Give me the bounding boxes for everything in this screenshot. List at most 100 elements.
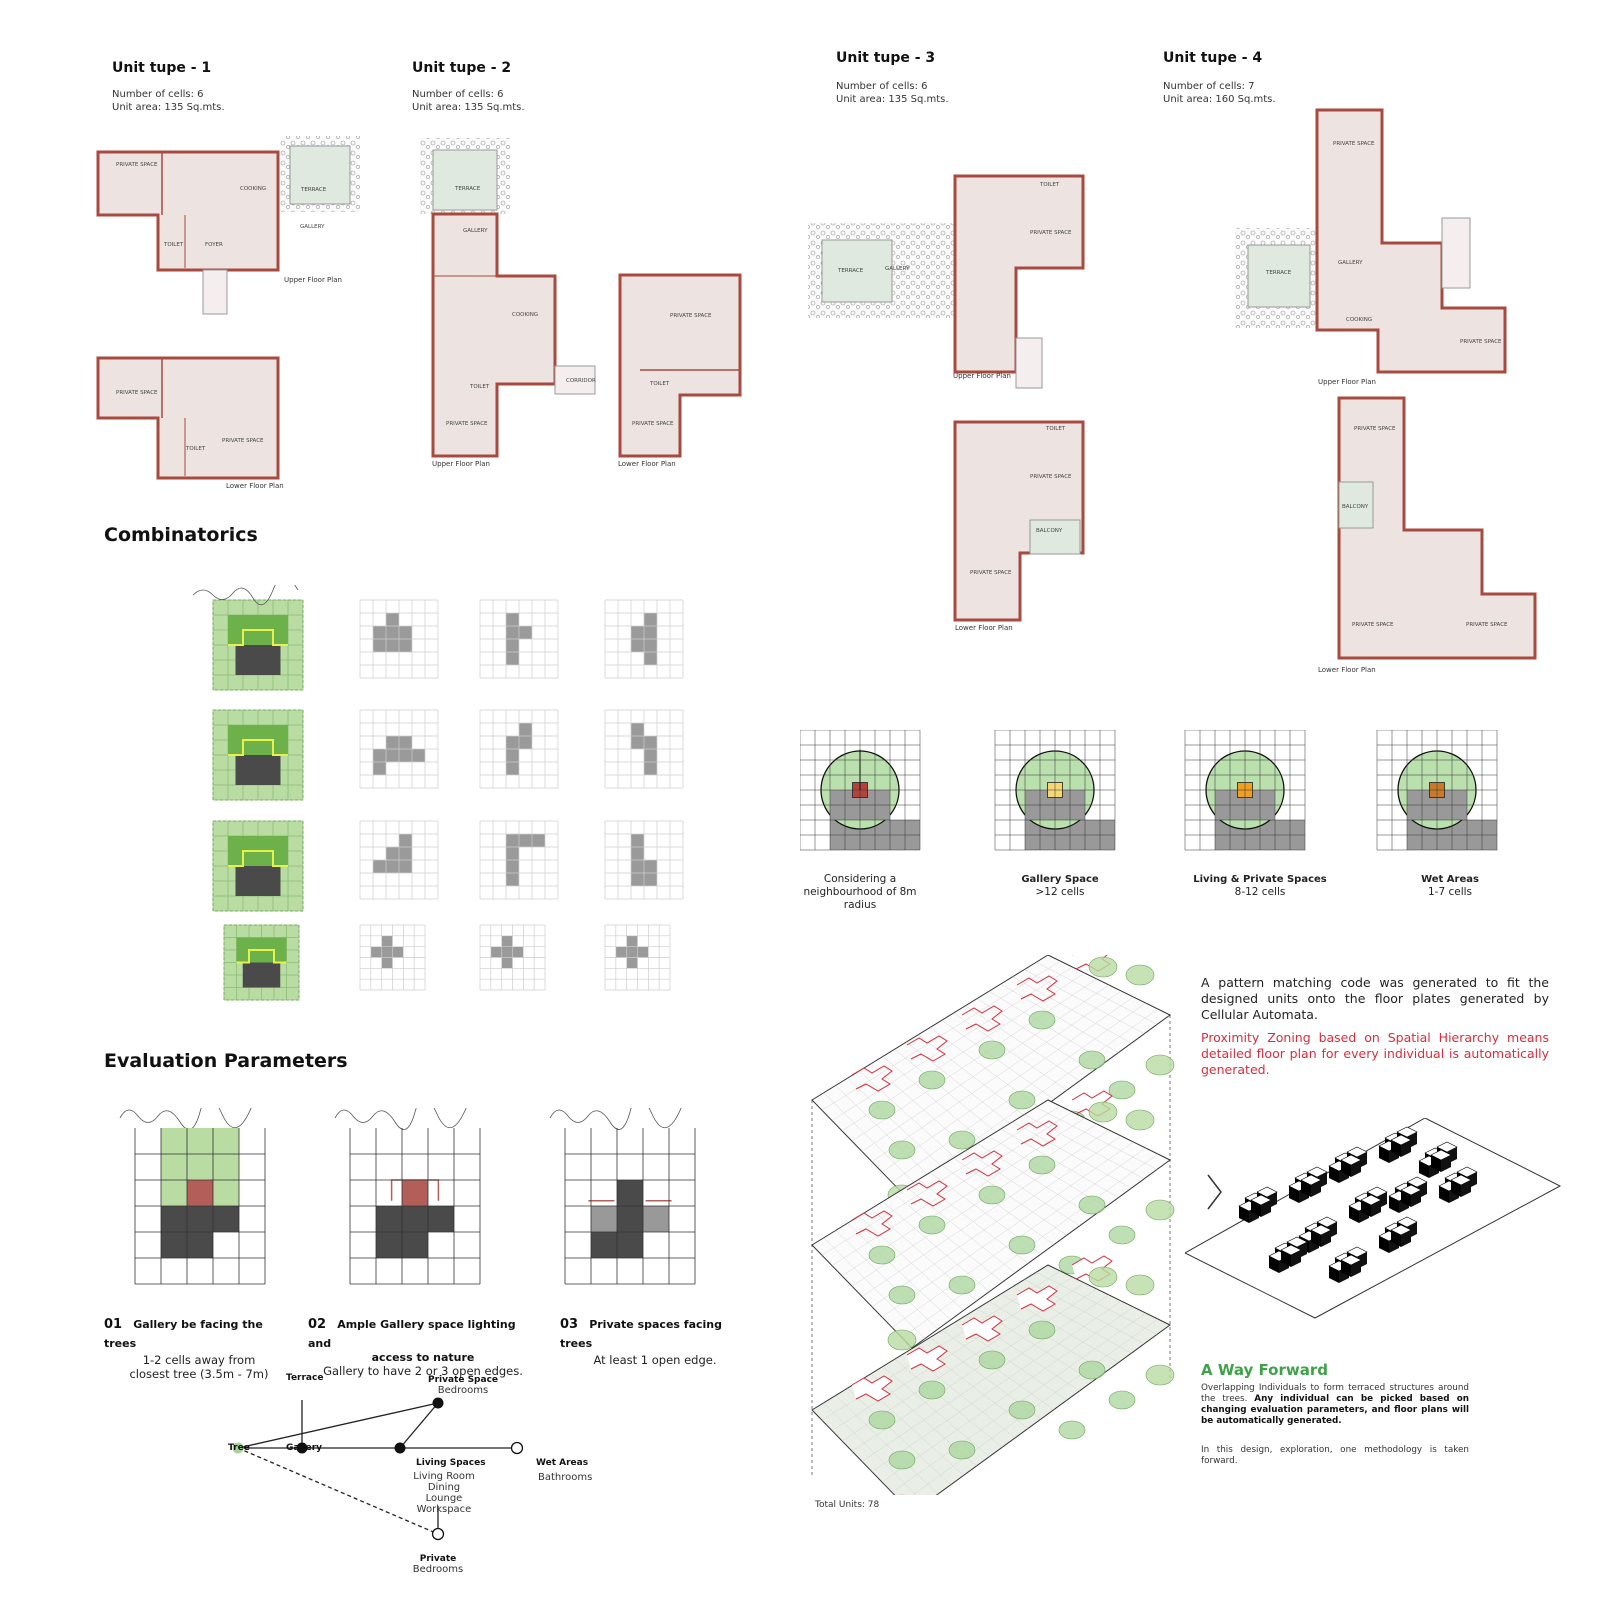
svg-text:GALLERY: GALLERY xyxy=(885,266,910,272)
unit-type-1-info: Number of cells: 6 Unit area: 135 Sq.mts… xyxy=(112,88,225,114)
svg-text:TOILET: TOILET xyxy=(1045,426,1066,432)
combo-pattern-3-3 xyxy=(604,820,684,900)
mass-block-11 xyxy=(1328,1246,1368,1283)
private-node xyxy=(431,1527,445,1541)
svg-text:PRIVATE SPACE: PRIVATE SPACE xyxy=(1466,622,1508,628)
svg-text:PRIVATE SPACE: PRIVATE SPACE xyxy=(446,421,488,427)
unit-4-upper-label: Upper Floor Plan xyxy=(1318,378,1376,386)
eval-grid-3 xyxy=(549,1108,696,1285)
graph-private-label: Private Bedrooms xyxy=(412,1554,464,1575)
proximity-text: Proximity Zoning based on Spatial Hierar… xyxy=(1201,1030,1549,1077)
svg-text:PRIVATE SPACE: PRIVATE SPACE xyxy=(1030,230,1072,236)
svg-text:PRIVATE SPACE: PRIVATE SPACE xyxy=(632,421,674,427)
graph-living-label: Living Spaces xyxy=(416,1458,486,1468)
svg-text:BALCONY: BALCONY xyxy=(1342,504,1369,510)
unit-type-2-cells: Number of cells: 6 xyxy=(412,89,504,100)
svg-text:GALLERY: GALLERY xyxy=(463,228,488,234)
combo-pattern-1-2 xyxy=(479,599,559,679)
mass-block-12 xyxy=(1378,1216,1418,1253)
graph-tree-label: Tree xyxy=(228,1443,250,1453)
mass-block-8 xyxy=(1268,1236,1308,1273)
arrow-right-icon xyxy=(1207,1174,1222,1210)
svg-text:PRIVATE SPACE: PRIVATE SPACE xyxy=(222,438,264,444)
way-forward-text: Overlapping Individuals to form terraced… xyxy=(1201,1383,1469,1426)
mass-block-9 xyxy=(1388,1176,1428,1213)
combo-site-1 xyxy=(192,585,304,691)
combo-site-3 xyxy=(212,820,304,912)
floor-plans-drawing: PRIVATE SPACE COOKING TERRACE GALLERY TO… xyxy=(96,108,1537,660)
unit-type-2-area: Unit area: 135 Sq.mts. xyxy=(412,102,525,113)
svg-text:COOKING: COOKING xyxy=(1346,317,1372,323)
mass-block-4 xyxy=(1378,1126,1418,1163)
svg-text:PRIVATE SPACE: PRIVATE SPACE xyxy=(116,390,158,396)
svg-text:GALLERY: GALLERY xyxy=(300,224,325,230)
svg-text:TOILET: TOILET xyxy=(185,446,206,452)
living-node xyxy=(394,1442,406,1454)
neighbourhood-grid-4 xyxy=(1376,730,1498,851)
svg-text:TERRACE: TERRACE xyxy=(300,187,327,193)
combo-pattern-2-2 xyxy=(479,709,559,789)
combo-pattern-1-3 xyxy=(604,599,684,679)
neighbourhood-caption-4: Wet Areas 1-7 cells xyxy=(1421,874,1479,898)
svg-text:TOILET: TOILET xyxy=(163,242,184,248)
graph-wet-label: Wet Areas xyxy=(536,1458,589,1468)
neighbourhood-grid-3 xyxy=(1184,730,1306,851)
unit-type-1-area: Unit area: 135 Sq.mts. xyxy=(112,102,225,113)
eval-param-1: 01 Gallery be facing the trees 1-2 cells… xyxy=(104,1317,269,1381)
pattern-matching-text: A pattern matching code was generated to… xyxy=(1201,975,1549,1022)
unit-2-upper-label: Upper Floor Plan xyxy=(432,460,490,468)
private-space-node xyxy=(432,1397,444,1409)
mass-block-1 xyxy=(1238,1186,1278,1223)
svg-text:PRIVATE SPACE: PRIVATE SPACE xyxy=(1354,426,1396,432)
unit-type-4-cells: Number of cells: 7 xyxy=(1163,81,1255,92)
svg-text:GALLERY: GALLERY xyxy=(1338,260,1363,266)
unit-3-lower-label: Lower Floor Plan xyxy=(955,624,1013,632)
gallery-node xyxy=(296,1442,308,1454)
svg-text:COOKING: COOKING xyxy=(240,186,266,192)
floor-plate-2 xyxy=(811,1090,1175,1351)
svg-text:PRIVATE SPACE: PRIVATE SPACE xyxy=(116,162,158,168)
combo-site-4 xyxy=(223,924,300,1001)
tree-node xyxy=(232,1442,244,1454)
svg-text:TERRACE: TERRACE xyxy=(837,268,864,274)
total-units: Total Units: 78 xyxy=(815,1500,880,1510)
mass-block-6 xyxy=(1348,1186,1388,1223)
way-forward-note: In this design, exploration, one methodo… xyxy=(1201,1445,1469,1466)
eval-param-3: 03 Private spaces facing trees At least … xyxy=(560,1317,722,1367)
svg-text:PRIVATE SPACE: PRIVATE SPACE xyxy=(1030,474,1072,480)
mass-block-7 xyxy=(1298,1216,1338,1253)
svg-text:TOILET: TOILET xyxy=(469,384,490,390)
unit-1-upper-label: Upper Floor Plan xyxy=(284,276,342,284)
svg-text:PRIVATE SPACE: PRIVATE SPACE xyxy=(970,570,1012,576)
svg-text:TOILET: TOILET xyxy=(649,381,670,387)
neighbourhood-caption-2: Gallery Space >12 cells xyxy=(1021,874,1099,898)
way-forward-title: A Way Forward xyxy=(1201,1361,1328,1379)
unit-type-3-info: Number of cells: 6 Unit area: 135 Sq.mts… xyxy=(836,80,949,106)
unit-type-1-cells: Number of cells: 6 xyxy=(112,89,204,100)
combo-pattern-4-2 xyxy=(479,924,546,991)
graph-bathrooms-label: Bathrooms xyxy=(538,1472,593,1483)
unit-type-4-area: Unit area: 160 Sq.mts. xyxy=(1163,94,1276,105)
svg-text:PRIVATE SPACE: PRIVATE SPACE xyxy=(1460,339,1502,345)
unit-type-1-title: Unit tupe - 1 xyxy=(112,60,212,76)
unit-2-lower-label: Lower Floor Plan xyxy=(618,460,676,468)
unit-4-lower-label: Lower Floor Plan xyxy=(1318,666,1376,674)
evaluation-title: Evaluation Parameters xyxy=(104,1050,348,1072)
combinatorics-grids xyxy=(192,585,684,1001)
neighbourhood-grid-2 xyxy=(994,730,1116,851)
wet-areas-node xyxy=(510,1441,524,1455)
graph-living-items: Living Room Dining Lounge Workspace xyxy=(413,1471,475,1515)
svg-text:PRIVATE SPACE: PRIVATE SPACE xyxy=(670,313,712,319)
svg-text:CORRIDOR: CORRIDOR xyxy=(566,378,596,384)
svg-text:TOILET: TOILET xyxy=(1039,182,1060,188)
mass-block-2 xyxy=(1288,1166,1328,1203)
svg-text:COOKING: COOKING xyxy=(512,312,538,318)
neighbourhood-caption-1: Considering a neighbourhood of 8m radius xyxy=(803,873,917,911)
spatial-hierarchy-graph xyxy=(232,1397,524,1541)
svg-text:BALCONY: BALCONY xyxy=(1036,528,1063,534)
unit-type-4-title: Unit tupe - 4 xyxy=(1163,50,1263,66)
svg-text:TERRACE: TERRACE xyxy=(454,186,481,192)
stacked-floor-plates xyxy=(811,955,1175,1495)
mass-block-3 xyxy=(1328,1146,1368,1183)
unit-1-lower-label: Lower Floor Plan xyxy=(226,482,284,490)
